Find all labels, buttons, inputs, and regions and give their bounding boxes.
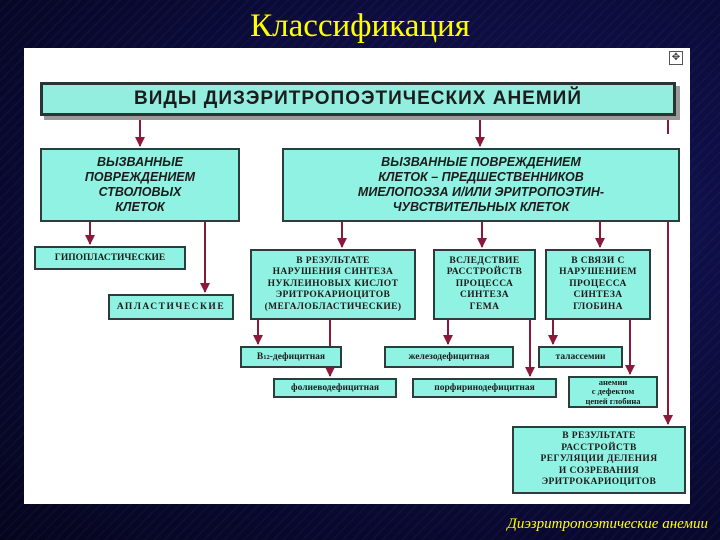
precursor-cells-box: ВЫЗВАННЫЕ ПОВРЕЖДЕНИЕМ КЛЕТОК – ПРЕДШЕСТ… [282,148,680,222]
b12-letter: B [256,351,264,362]
thalassemia-box: талассемии [538,346,623,368]
slide-title: Классификация [250,8,470,44]
folate-deficient-box: фолиеводефицитная [273,378,397,398]
hypoplastic-box: ГИПОПЛАСТИЧЕСКИЕ [34,246,186,270]
b12-subscript: 12 [263,353,270,361]
aplastic-box: АПЛАСТИЧЕСКИЕ [108,294,234,320]
heme-synthesis-box: ВСЛЕДСТВИЕ РАССТРОЙСТВ ПРОЦЕССА СИНТЕЗА … [433,249,536,320]
header-box: ВИДЫ ДИЗЭРИТРОПОЭТИЧЕСКИХ АНЕМИЙ [40,82,676,116]
move-handle-icon[interactable]: ✥ [669,51,683,65]
nucleic-synthesis-box: В РЕЗУЛЬТАТЕ НАРУШЕНИЯ СИНТЕЗА НУКЛЕИНОВ… [250,249,416,320]
b12-suffix: -дефицитная [269,351,326,362]
division-maturation-box: В РЕЗУЛЬТАТЕ РАССТРОЙСТВ РЕГУЛЯЦИИ ДЕЛЕН… [512,426,686,494]
slide-footer: Диэзритропоэтические анемии [507,516,708,532]
iron-deficient-box: железодефицитная [384,346,514,368]
porphyrin-deficient-box: порфиринодефицитная [412,378,557,398]
globin-synthesis-box: В СВЯЗИ С НАРУШЕНИЕМ ПРОЦЕССА СИНТЕЗА ГЛ… [545,249,651,320]
stem-cells-box: ВЫЗВАННЫЕ ПОВРЕЖДЕНИЕМ СТВОЛОВЫХ КЛЕТОК [40,148,240,222]
globin-chain-defect-box: анемии с дефектом цепей глобина [568,376,658,408]
